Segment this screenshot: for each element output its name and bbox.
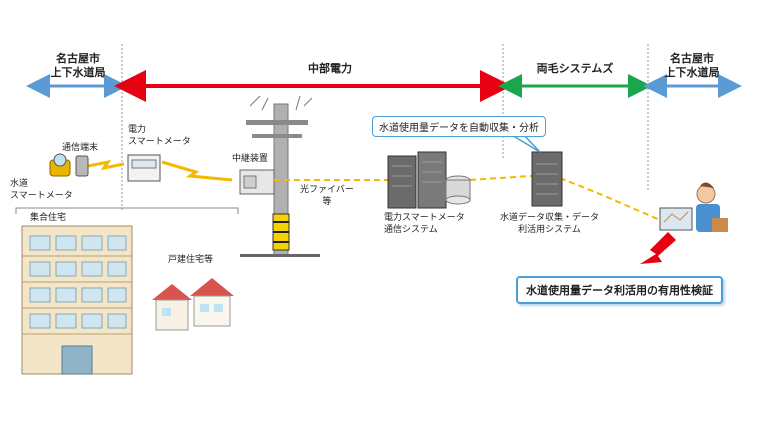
wireless-bolt-2 [161, 160, 233, 182]
header-right-water-bureau: 名古屋市 上下水道局 [664, 52, 720, 79]
power-comm-server-icon [387, 151, 471, 209]
result-box: 水道使用量データ利活用の有用性検証 [516, 276, 723, 304]
callout-auto-collect: 水道使用量データを自動収集・分析 [372, 116, 546, 137]
label-optical-fiber: 光ファイバー 等 [300, 185, 354, 207]
wireless-bolt-1 [87, 159, 125, 171]
relay-device-icon [239, 169, 275, 195]
label-comm-terminal: 通信端末 [62, 143, 99, 153]
result-arrow [640, 232, 676, 264]
section-dividers [121, 44, 649, 210]
utility-pole-icon [240, 95, 320, 257]
apartment-building-icon [21, 225, 133, 375]
detached-house-icon [152, 278, 234, 331]
label-power-meter: 電力 スマートメータ [128, 125, 191, 147]
analyst-person-icon [659, 182, 728, 232]
header-ryomo-systems: 両毛システムズ [536, 62, 614, 75]
label-water-meter: 水道 スマートメータ [10, 179, 73, 201]
power-meter-icon [127, 154, 161, 182]
label-water-data-system: 水道データ収集・データ 利活用システム [500, 213, 600, 235]
label-apartment: 集合住宅 [30, 213, 67, 223]
water-data-server-icon [531, 151, 563, 207]
label-power-comm-system: 電力スマートメータ 通信システム [384, 213, 465, 235]
comm-terminal-icon [75, 155, 89, 177]
water-meter-icon [49, 153, 71, 177]
housing-bracket [15, 207, 239, 214]
header-left-water-bureau: 名古屋市 上下水道局 [50, 52, 106, 79]
label-relay-device: 中継装置 [232, 154, 269, 164]
label-detached-house: 戸建住宅等 [168, 255, 214, 265]
header-chubu-electric: 中部電力 [308, 62, 352, 75]
